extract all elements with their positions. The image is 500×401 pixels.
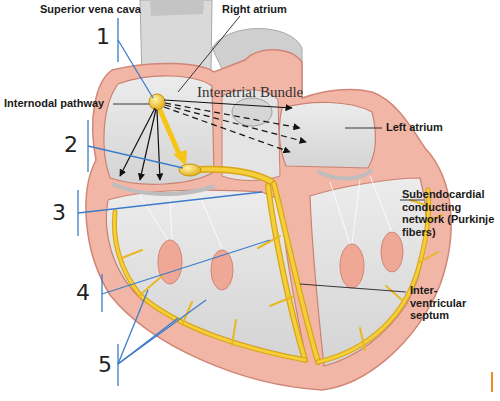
bundle-of-his [190,169,272,182]
bundle-of-his [190,169,272,182]
callout-number: 2 [64,132,78,157]
leader-lines [113,16,424,292]
conduction-system [114,169,442,362]
purkinje-branches [122,200,442,350]
chorda [370,176,392,232]
impulse-arrow [164,100,292,108]
bracket [101,274,102,312]
impulse-arrows [120,100,306,180]
callout-leader [88,146,183,168]
callout-leader [78,192,262,213]
callout-leader [118,300,206,364]
edge-mark [491,372,493,392]
papillary-muscle [381,232,403,272]
purkinje-branch [258,236,280,248]
purkinje-branch [270,296,294,306]
part-label: Subendocardial conducting network (Purki… [402,188,498,239]
part-label: Left atrium [386,121,443,134]
outflow-chamber [222,90,280,181]
purkinje-branch [122,250,142,258]
callout-number: 5 [98,352,112,377]
part-label: Right atrium [222,3,287,16]
impulse-arrow [164,107,290,152]
chorda [200,196,222,248]
internodal-arrow-head [173,150,187,166]
callout-number: 1 [96,24,110,49]
leader-line [300,284,406,292]
purkinje-fiber [114,212,305,360]
impulse-arrow [157,110,160,180]
leader-line [345,128,382,129]
tricuspid-valve [112,184,215,194]
bracket [117,344,118,386]
chorda [330,182,350,244]
purkinje-branch [420,252,438,262]
callout-leader [102,240,270,294]
impulse-arrow [120,108,155,176]
part-label: Interatrial Bundle [197,84,303,101]
papillary-muscle [340,244,364,288]
mitral-valve [318,170,372,179]
callout-leader [118,40,153,98]
callout-number: 3 [52,200,66,225]
av-node [179,164,201,176]
part-label: Superior vena cava [40,3,141,16]
internodal-arrow [160,110,180,156]
purkinje-fiber [114,212,305,360]
impulse-arrow [140,109,156,180]
part-label: Inter- ventricular septum [410,284,486,322]
purkinje-branch [386,286,402,300]
right-bundle-branch [268,186,305,360]
leader-line [178,16,240,92]
chorda [170,198,172,240]
callout-brackets [78,18,270,386]
part-label: Internodal pathway [4,97,104,110]
impulse-arrow [165,103,300,128]
left-atrium-chamber [279,102,375,168]
impulse-arrow [165,105,306,142]
purkinje-branch [232,320,236,345]
vessel-opening [150,0,204,16]
leader-line [113,104,149,105]
chorda [352,180,360,244]
right-bundle-branch [268,186,305,360]
heart-wall [86,50,451,390]
purkinje-branch [360,328,365,350]
callout-number: 4 [76,280,90,305]
